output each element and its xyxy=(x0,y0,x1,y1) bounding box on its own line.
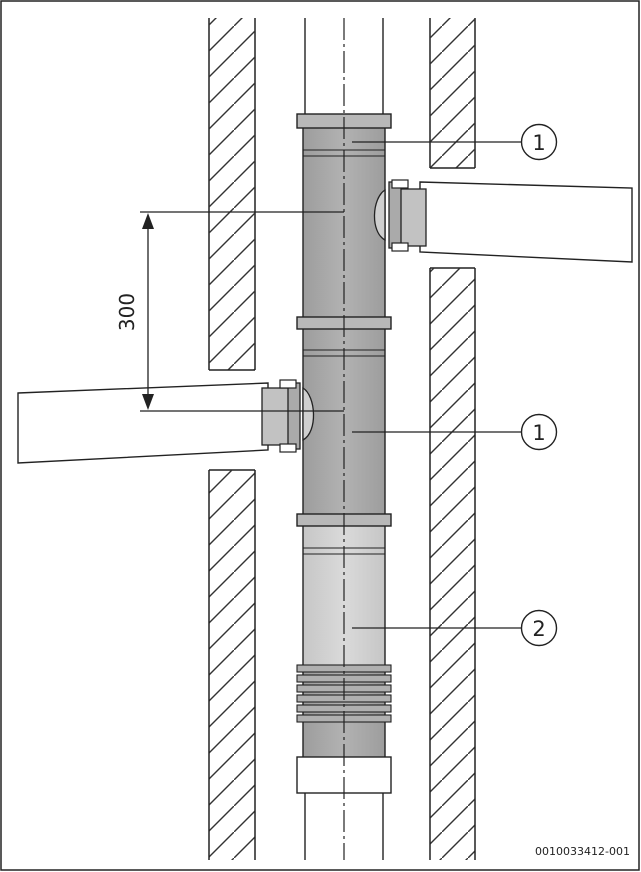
callout-2-lower: 2 xyxy=(352,609,558,647)
callout-number: 1 xyxy=(532,421,545,445)
vertical-pipe-ends xyxy=(304,18,384,860)
right-wall xyxy=(429,18,476,860)
callout-number: 1 xyxy=(532,131,545,155)
callout-1-upper: 1 xyxy=(352,123,558,161)
left-wall xyxy=(208,18,256,860)
left-branch-pipe xyxy=(17,379,315,464)
callout-number: 2 xyxy=(532,617,545,641)
dimension-label: 300 xyxy=(115,293,139,331)
dimension-300 xyxy=(140,211,344,412)
right-branch-pipe xyxy=(373,179,633,263)
callout-1-middle: 1 xyxy=(352,413,558,451)
figure-code: 0010033412-001 xyxy=(535,845,630,858)
